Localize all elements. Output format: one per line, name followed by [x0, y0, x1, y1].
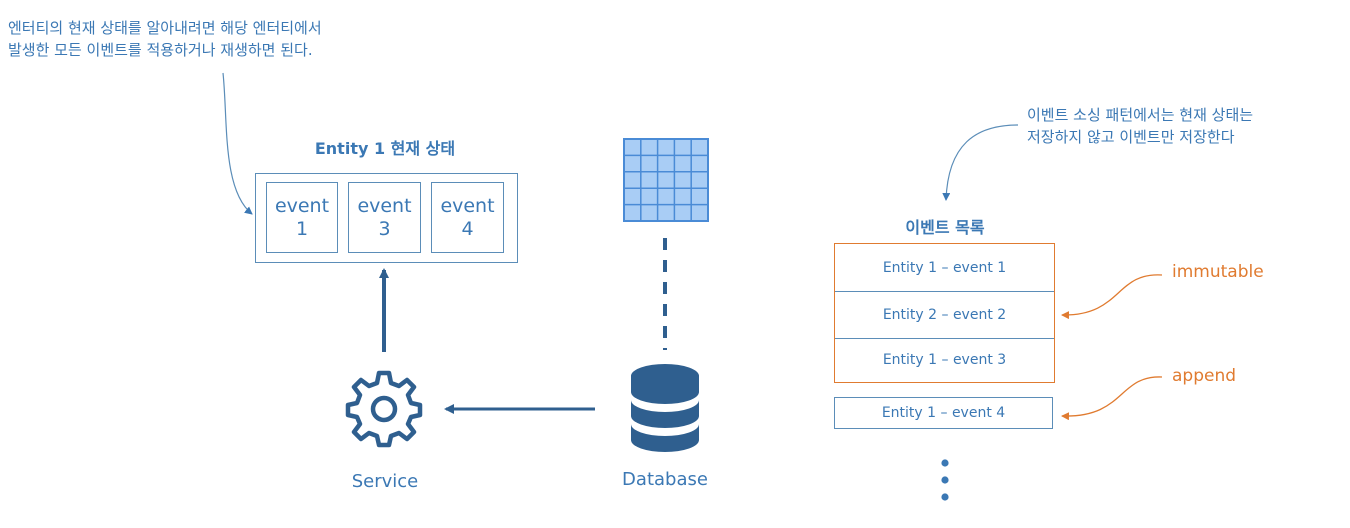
immutable-label: immutable — [1172, 262, 1264, 282]
entity-event-4: event 4 — [431, 182, 504, 253]
event-list-row-1: Entity 1 – event 1 — [835, 244, 1054, 292]
left-note-line1: 엔터티의 현재 상태를 알아내려면 해당 엔터티에서 — [8, 19, 322, 37]
event-list-title: 이벤트 목록 — [905, 218, 985, 237]
database-icon — [631, 364, 699, 452]
right-note-line1: 이벤트 소싱 패턴에서는 현재 상태는 — [1027, 106, 1254, 124]
immutable-arrow — [1061, 274, 1163, 320]
entity-event-1-label: event — [274, 194, 330, 217]
entity-event-3: event 3 — [348, 182, 421, 253]
database-label: Database — [622, 469, 708, 490]
gear-icon — [345, 370, 423, 448]
left-note: 엔터티의 현재 상태를 알아내려면 해당 엔터티에서 발생한 모든 이벤트를 적… — [8, 17, 322, 61]
event-list-row-appended: Entity 1 – event 4 — [834, 397, 1053, 429]
more-items-dots-icon — [941, 459, 949, 501]
append-arrow — [1061, 376, 1163, 421]
entity-event-3-label: event — [357, 194, 412, 217]
left-note-arrow — [222, 72, 253, 215]
event-list-row-3: Entity 1 – event 3 — [882, 352, 1007, 368]
append-label: append — [1172, 366, 1237, 386]
event-list-row-2: Entity 2 – event 2 — [835, 292, 1054, 339]
entity-event-3-number: 3 — [378, 217, 391, 240]
entity-event-4-number: 4 — [461, 217, 474, 240]
right-note: 이벤트 소싱 패턴에서는 현재 상태는 저장하지 않고 이벤트만 저장한다 — [1027, 104, 1253, 148]
entity-event-4-label: event — [440, 194, 495, 217]
entity-state-box — [255, 173, 518, 263]
right-note-arrow — [942, 124, 1019, 201]
right-note-line2: 저장하지 않고 이벤트만 저장한다 — [1027, 128, 1235, 146]
event-list-stored: Entity 1 – event 1 Entity 2 – event 2 En… — [834, 243, 1055, 383]
entity-state-title: Entity 1 현재 상태 — [314, 139, 456, 158]
entity-event-1: event 1 — [266, 182, 338, 253]
service-label: Service — [351, 471, 419, 492]
entity-event-1-number: 1 — [295, 217, 309, 240]
grid-table-icon — [623, 138, 709, 222]
left-note-line2: 발생한 모든 이벤트를 적용하거나 재생하면 된다. — [8, 41, 313, 59]
